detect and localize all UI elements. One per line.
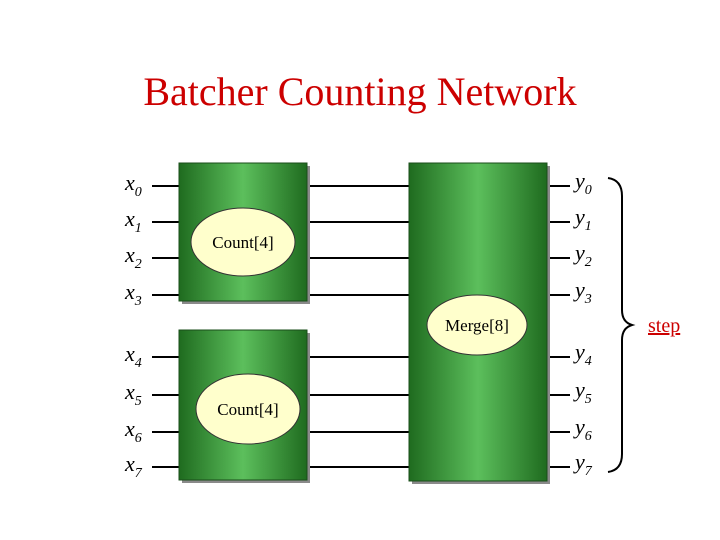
merge-label-group: Merge[8]	[426, 294, 528, 356]
input-label: x6	[124, 416, 142, 446]
page-title: Batcher Counting Network	[143, 69, 577, 114]
output-label: y4	[573, 339, 592, 369]
output-label: y1	[573, 204, 592, 234]
count-top-label-group: Count[4]	[190, 207, 296, 277]
input-label: x5	[124, 379, 142, 409]
input-label: x2	[124, 242, 142, 272]
wires	[152, 185, 570, 468]
output-label: y3	[573, 277, 592, 307]
count-bottom-label-group: Count[4]	[195, 373, 301, 445]
input-labels: x0 x1 x2 x3 x4 x5 x6 x7	[124, 170, 143, 481]
output-label: y0	[573, 168, 592, 198]
count-bottom-label: Count[4]	[217, 400, 278, 419]
merge-label: Merge[8]	[445, 316, 509, 335]
input-label: x4	[124, 341, 142, 371]
input-label: x1	[124, 206, 142, 236]
output-label: y5	[573, 377, 592, 407]
output-labels: y0 y1 y2 y3 y4 y5 y6 y7	[573, 168, 593, 479]
output-label: y6	[573, 414, 592, 444]
output-brace	[607, 177, 636, 473]
input-label: x0	[124, 170, 142, 200]
input-label: x7	[124, 451, 143, 481]
step-label: step	[648, 315, 680, 337]
input-label: x3	[124, 279, 142, 309]
output-label: y2	[573, 240, 592, 270]
count-top-label: Count[4]	[212, 233, 273, 252]
output-label: y7	[573, 449, 593, 479]
